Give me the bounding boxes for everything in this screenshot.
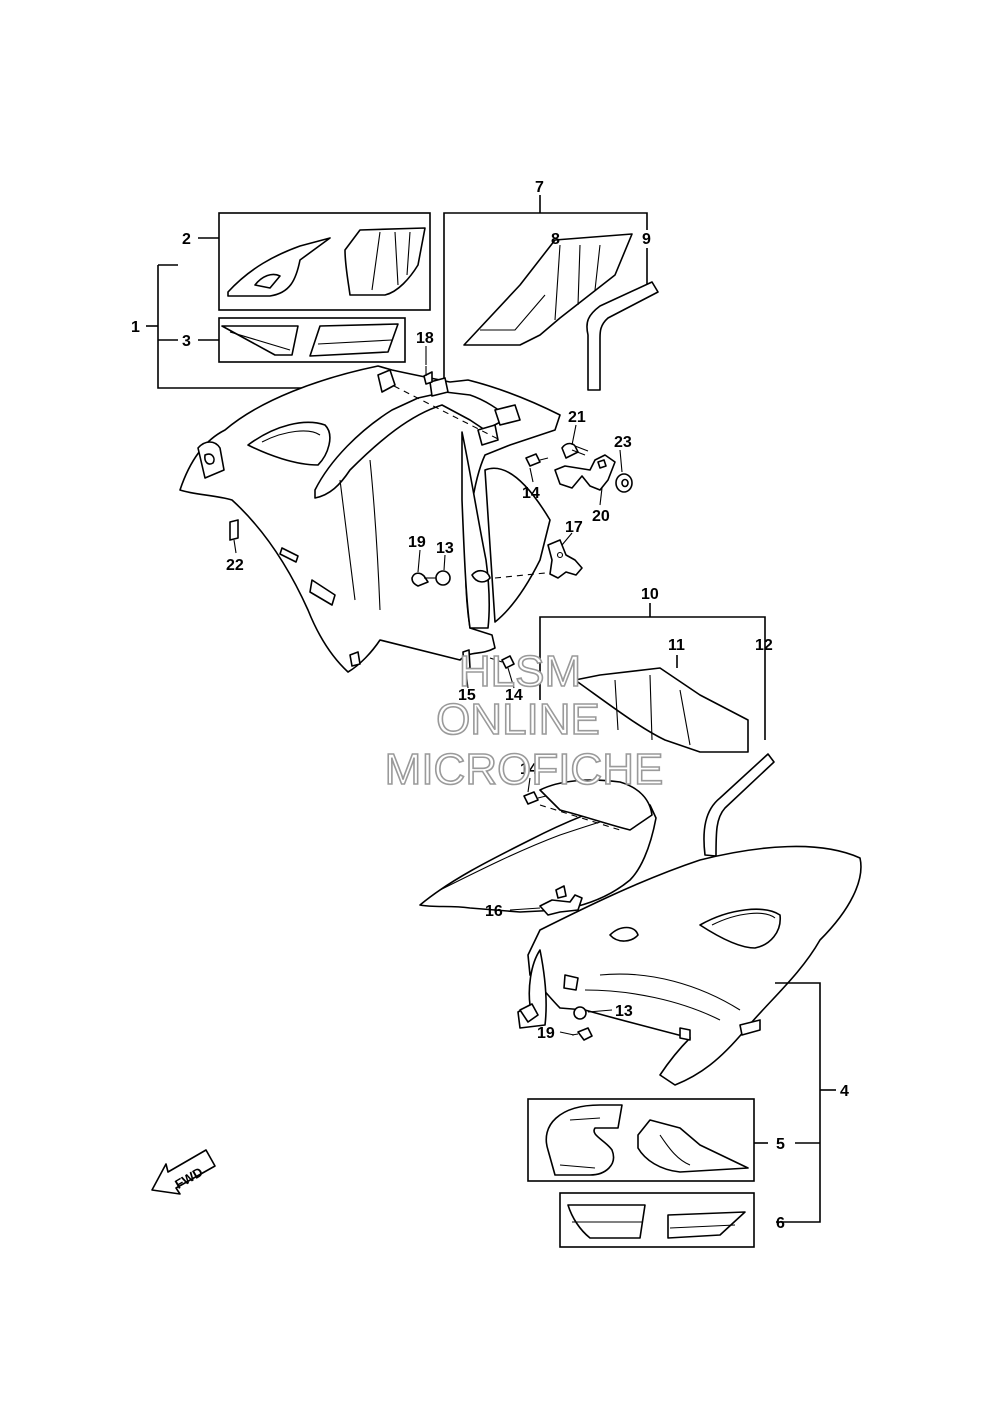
label-part-21: 21 — [568, 409, 586, 426]
label-part-14-top: 14 — [522, 485, 540, 502]
leader-lines — [233, 346, 623, 1036]
label-part-14-mid: 14 — [505, 687, 523, 704]
label-part-13-low: 13 — [615, 1003, 633, 1020]
decal-set-6 — [559, 1192, 755, 1248]
label-part-1: 1 — [131, 319, 140, 336]
decal-set-5 — [527, 1098, 755, 1182]
label-part-6: 6 — [776, 1215, 785, 1232]
small-parts-upper — [229, 366, 633, 671]
label-part-17: 17 — [565, 519, 583, 536]
assembly-guides-upper — [393, 385, 556, 579]
label-part-5: 5 — [776, 1136, 785, 1153]
label-part-16: 16 — [485, 903, 503, 920]
label-part-15: 15 — [458, 687, 476, 704]
bracket-group-7 — [443, 195, 659, 391]
label-part-12: 12 — [755, 637, 773, 654]
label-part-4: 4 — [840, 1083, 849, 1100]
upper-fairing-left — [179, 365, 561, 673]
label-part-9: 9 — [642, 231, 651, 248]
label-part-8: 8 — [551, 231, 560, 248]
label-part-3: 3 — [182, 333, 191, 350]
decal-set-2 — [218, 212, 431, 311]
label-part-20: 20 — [592, 508, 610, 525]
label-part-10: 10 — [641, 586, 659, 603]
label-part-19-low: 19 — [537, 1025, 555, 1042]
forward-arrow-icon: FWD — [151, 1149, 216, 1195]
label-part-13-top: 13 — [436, 540, 454, 557]
part-labels: 1 2 3 7 8 9 18 21 23 14 20 17 19 13 22 1… — [131, 179, 849, 1232]
assembly-guides-lower — [539, 804, 621, 831]
label-part-2: 2 — [182, 231, 191, 248]
decal-set-3 — [218, 317, 406, 363]
label-part-11: 11 — [668, 637, 685, 654]
watermark-line-1: HLSM — [459, 647, 581, 696]
bracket-group-10 — [539, 603, 775, 857]
watermark-line-3: MICROFICHE — [385, 745, 664, 794]
lower-fairing — [419, 779, 862, 1086]
watermark: HLSM ONLINE MICROFICHE — [384, 646, 664, 795]
small-parts-lower — [523, 791, 593, 1041]
label-part-22: 22 — [226, 557, 244, 574]
label-part-14-low: 14 — [520, 761, 538, 778]
label-part-19-top: 19 — [408, 534, 426, 551]
watermark-line-2: ONLINE — [436, 695, 600, 744]
label-part-23: 23 — [614, 434, 632, 451]
label-part-7: 7 — [535, 179, 544, 196]
bracket-group-4 — [754, 982, 836, 1223]
label-part-18: 18 — [416, 330, 434, 347]
